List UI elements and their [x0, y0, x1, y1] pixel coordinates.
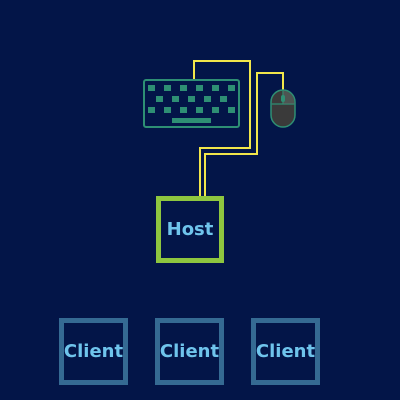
- keyboard-key: [228, 85, 235, 91]
- keyboard-key: [188, 96, 195, 102]
- client-box-3: Client: [251, 318, 320, 385]
- cables: [193, 60, 284, 197]
- keyboard-key: [180, 107, 187, 113]
- client-box-1: Client: [59, 318, 128, 385]
- keyboard-key: [180, 85, 187, 91]
- keyboard-key: [212, 107, 219, 113]
- host-box: Host: [156, 196, 224, 263]
- keyboard-key: [148, 85, 155, 91]
- client-label-2: Client: [159, 341, 220, 362]
- keyboard-key: [220, 96, 227, 102]
- mouse-cable-inner: [204, 72, 284, 197]
- keyboard-key: [164, 85, 171, 91]
- client-label-3: Client: [255, 341, 316, 362]
- host-label: Host: [166, 219, 214, 240]
- keyboard-icon: [143, 79, 240, 128]
- keyboard-key: [228, 107, 235, 113]
- client-box-2: Client: [155, 318, 224, 385]
- keyboard-key: [156, 96, 163, 102]
- client-label-1: Client: [63, 341, 124, 362]
- keyboard-cable-outer: [193, 60, 251, 197]
- keyboard-key: [172, 96, 179, 102]
- mouse-icon: [270, 89, 296, 128]
- keyboard-key: [204, 96, 211, 102]
- keyboard-key: [148, 107, 155, 113]
- keyboard-key: [164, 107, 171, 113]
- keyboard-spacebar: [172, 118, 211, 123]
- keyboard-key: [196, 85, 203, 91]
- keyboard-key: [212, 85, 219, 91]
- keyboard-key: [196, 107, 203, 113]
